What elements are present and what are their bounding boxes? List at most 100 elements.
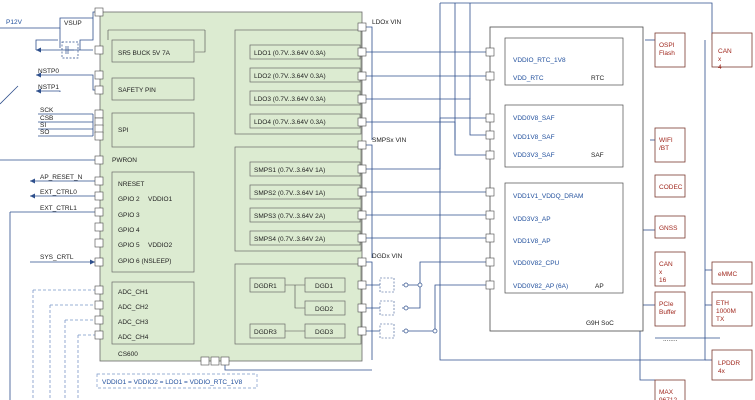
gpio6-label: GPIO 6 (NSLEEP) — [118, 258, 171, 265]
rtc-domain — [504, 37, 624, 86]
gpio3-label: GPIO 3 — [118, 212, 140, 219]
rtc-pin-1: VDDIO_RTC_1V8 — [513, 57, 566, 64]
dgdr1-label: DGDR1 — [254, 283, 277, 290]
lpddr-box — [711, 349, 753, 381]
dgd2-mosfet-icon — [379, 300, 395, 316]
gpio-block — [111, 171, 195, 273]
pcie-box — [654, 291, 686, 327]
si-label: SI — [40, 122, 46, 129]
dgdr3-label: DGDR3 — [254, 329, 277, 336]
vddio1-label: VDDIO1 — [148, 196, 173, 203]
arrowheads — [30, 47, 95, 265]
csb-label: CSB — [40, 115, 53, 122]
dgdr1-block — [249, 277, 286, 293]
ldo4-label: LDO4 (0.7V..3.64V 0.3A) — [254, 119, 326, 126]
sys-ctrl-label: SYS_CRTL — [40, 254, 74, 261]
saf-domain — [504, 104, 624, 168]
buck-label: SR5 BUCK 5V 7A — [118, 50, 171, 57]
arrow-sys-ctrl-icon — [90, 259, 95, 265]
dgd1-block — [304, 277, 346, 293]
mosfet-icon — [61, 41, 79, 59]
vddio-note: VDDIO1 = VDDIO2 = LDO1 = VDDIO_RTC_1V8 — [102, 379, 243, 386]
gnss-box — [654, 215, 686, 239]
ldo2-label: LDO2 (0.7V..3.64V 0.3A) — [254, 73, 326, 80]
dgd2-label: DGD2 — [315, 306, 333, 313]
sck-label: SCK — [40, 107, 54, 114]
soc-name-label: G9H SoC — [586, 320, 614, 327]
dgd3-mosfet-icon — [379, 323, 395, 339]
adc-block — [111, 281, 195, 345]
ap-domain — [504, 182, 624, 294]
arrow-nstp0-icon — [36, 72, 41, 78]
pmic-bottom-pins — [200, 356, 230, 366]
saf-pin-1: VDD0V8_SAF — [513, 115, 555, 122]
dgd2-block — [304, 300, 346, 316]
smps3-label: SMPS3 (0.7V..3.64V 2A) — [254, 213, 325, 220]
gpio5-label: GPIO 5 — [118, 242, 140, 249]
pwron-label: PWRON — [112, 157, 137, 164]
rtc-pin-2: VDD_RTC — [513, 75, 544, 82]
smps1-label: SMPS1 (0.7V..3.64V 1A) — [254, 167, 325, 174]
saf-label: SAF — [591, 152, 604, 159]
wifi-label: WIFI/BT — [659, 137, 673, 152]
wifi-box — [654, 127, 686, 163]
safety-block — [111, 77, 195, 101]
adc-ch1-label: ADC_CH1 — [118, 289, 149, 296]
pmic-name-label: CS600 — [118, 351, 138, 358]
rtc-label: RTC — [591, 75, 605, 82]
can16-box — [654, 251, 686, 287]
ap-pin-2: VDD3V3_AP — [513, 216, 551, 223]
can4-box — [711, 32, 753, 68]
pmic-internal-wiring — [107, 29, 206, 53]
dgdx-vin-label: DGDx VIN — [372, 253, 403, 260]
dgd3-block — [304, 323, 346, 339]
ldox-vin-label: LDOx VIN — [372, 19, 402, 26]
gpio4-label: GPIO 4 — [118, 227, 140, 234]
ldo1-label: LDO1 (0.7V..3.64V 0.3A) — [254, 50, 326, 57]
buck-block — [111, 39, 195, 63]
vddio-note-box — [96, 373, 258, 389]
nreset-label: NRESET — [118, 181, 144, 188]
soc-pins — [485, 47, 495, 290]
ap-pin-3: VDD1V8_AP — [513, 238, 551, 245]
vsup-label: VSUP — [64, 20, 82, 27]
dgd-internal-wiring — [285, 284, 305, 332]
gpio2-label: GPIO 2 — [118, 196, 140, 203]
max-label: MAX96712 — [659, 389, 677, 400]
dgd1-label: DGD1 — [315, 283, 333, 290]
p12v-label: P12V — [6, 19, 23, 26]
saf-pin-3: VDD3V3_SAF — [513, 152, 555, 159]
ap-label: AP — [595, 283, 604, 290]
ospi-flash-box — [654, 32, 686, 68]
emmc-box — [711, 261, 753, 285]
emmc-label: eMMC — [718, 271, 737, 278]
vddio2-label: VDDIO2 — [148, 242, 173, 249]
max-box — [654, 379, 686, 400]
arrow-buck-icon — [36, 47, 41, 53]
left-signal-labels: P12V NSTP0 NSTP1 SCK CSB SI SO AP_RESET_… — [6, 19, 83, 261]
ext-ctrl1-label: EXT_CTRL1 — [40, 205, 77, 212]
dgd3-label: DGD3 — [315, 329, 333, 336]
dashed-lines — [32, 289, 95, 400]
ap-pin-1: VDD1V1_VDDQ_DRAM — [513, 193, 583, 200]
dgd1-mosfet-icon — [379, 277, 395, 293]
adc-ch4-label: ADC_CH4 — [118, 334, 149, 341]
smps4-label: SMPS4 (0.7V..3.64V 2A) — [254, 236, 325, 243]
ext-ctrl0-label: EXT_CTRL0 — [40, 189, 77, 196]
so-label: SO — [40, 129, 49, 136]
codec-box — [654, 174, 686, 198]
gnss-label: GNSS — [659, 225, 678, 232]
pmic-left-pins — [94, 7, 104, 340]
arrow-nstp1-icon — [36, 88, 41, 94]
junction-dots — [403, 282, 438, 334]
ap-pin-5: VDD0V82_AP (6A) — [513, 283, 568, 290]
codec-label: CODEC — [659, 184, 683, 191]
adc-ch2-label: ADC_CH2 — [118, 304, 149, 311]
